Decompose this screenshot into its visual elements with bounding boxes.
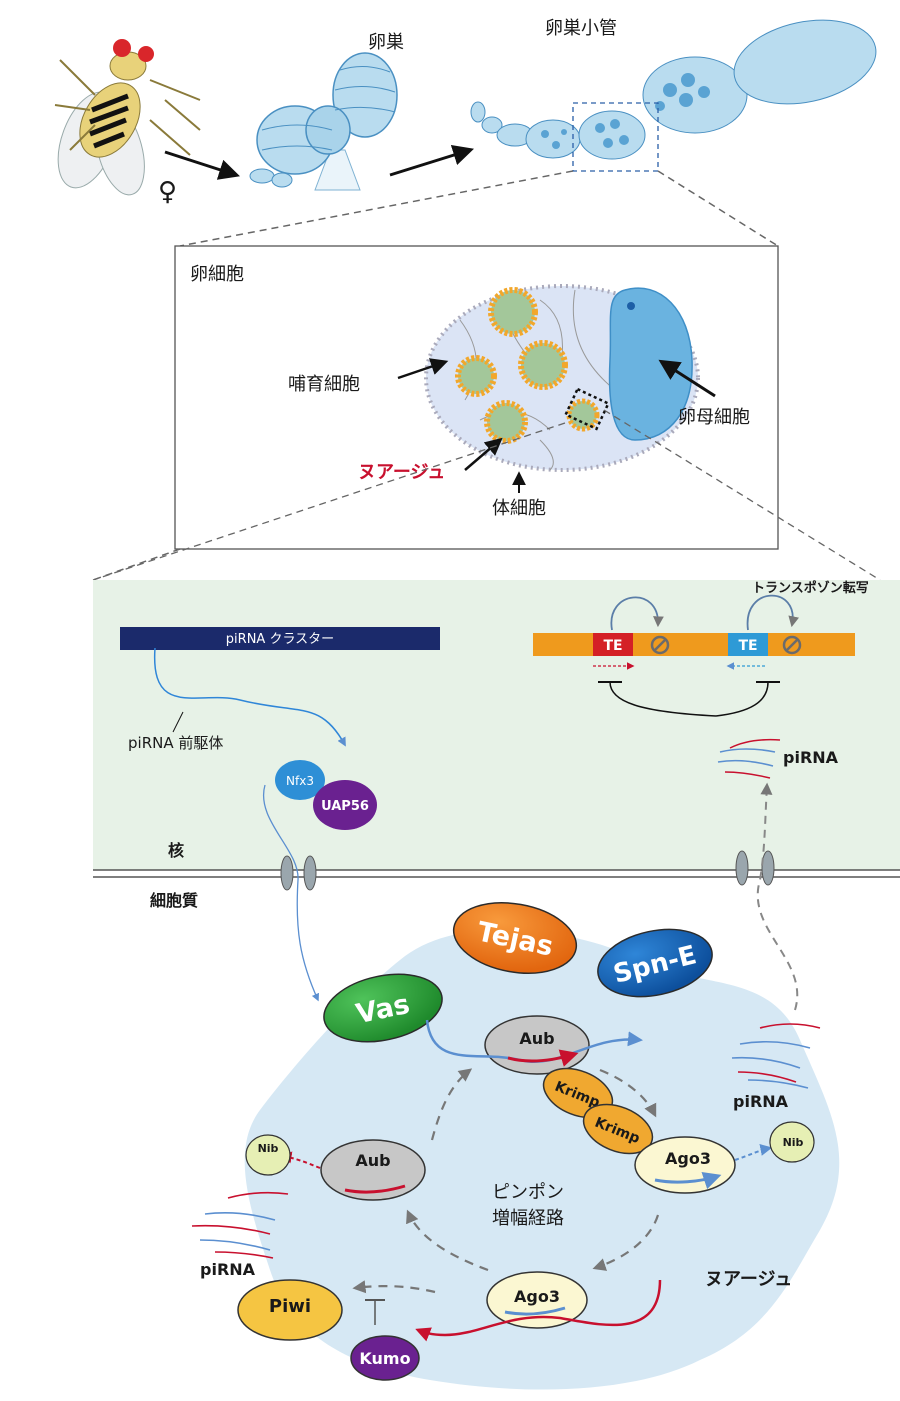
- kumo-protein: [350, 1335, 420, 1381]
- female-symbol: ♀: [158, 177, 177, 207]
- nuclear-pore-left: [280, 855, 317, 891]
- egg-chamber-title: 卵細胞: [190, 264, 244, 285]
- krimp-protein-2: [582, 1103, 654, 1155]
- aub-left-protein: [320, 1139, 426, 1201]
- nuclear-pirna-label: piRNA: [783, 748, 839, 767]
- transcription-loop-2: [746, 594, 799, 631]
- aub-left-label: Aub: [355, 1151, 390, 1170]
- nuage-region: [244, 929, 840, 1390]
- nurse-cell-label: 哺育細胞: [288, 374, 360, 395]
- cycle-arrow-ago3-to-bottom: [592, 1214, 660, 1271]
- blocked-icon-1: [650, 635, 670, 655]
- fly-illustration: [54, 39, 201, 196]
- zoom-line-nuage-right: [603, 409, 881, 581]
- nib-left-protein: [245, 1134, 291, 1176]
- ago3-bottom-pirna: [504, 1306, 566, 1316]
- cytoplasm-label: 細胞質: [150, 891, 198, 910]
- pirna-cluster-label: piRNA クラスター: [226, 632, 334, 647]
- pingpong-label-line1: ピンポン: [492, 1182, 564, 1203]
- uap56-protein: [313, 780, 377, 830]
- pirna-strands-left: [191, 1191, 289, 1259]
- aub-top-pirna: [507, 1049, 579, 1067]
- arrow-nurse-cell: [397, 358, 449, 380]
- nib-right-label: Nib: [783, 1136, 804, 1149]
- nuclear-pore-right: [735, 850, 775, 886]
- nurse-cell-nuclei: [455, 287, 600, 444]
- kumo-label: Kumo: [359, 1349, 410, 1368]
- arrow-oocyte: [658, 359, 716, 398]
- zoom-line-nuage-left: [92, 422, 566, 581]
- te-block-blue: [728, 633, 768, 656]
- nuclear-pirna-strands: [717, 738, 781, 779]
- pirna-import-path: [756, 782, 799, 1011]
- ago3-right-pirna: [654, 1172, 722, 1190]
- cycle-arrow-aub-left-to-top: [430, 1068, 473, 1141]
- ovary-label: 卵巣: [368, 32, 404, 53]
- zoom-line-right: [657, 170, 779, 247]
- nuage-label-red: ヌアージュ: [358, 462, 445, 483]
- transcription-loop-1: [610, 596, 664, 631]
- ovariole-illustration: [470, 19, 877, 160]
- ovariole-label: 卵巣小管: [545, 18, 617, 39]
- cycle-arrow-bottom-to-aub: [406, 1209, 489, 1272]
- vas-protein: [323, 973, 443, 1043]
- nfx3-protein: [275, 760, 325, 800]
- silencing-inhibition: [598, 681, 780, 717]
- pirna-label-left: piRNA: [200, 1260, 256, 1279]
- nucleus-label: 核: [168, 841, 184, 860]
- pingpong-label-line2: 増幅経路: [492, 1208, 564, 1229]
- oocyte-label: 卵母細胞: [678, 407, 750, 428]
- nib-right-protein: [769, 1121, 815, 1163]
- uap56-label: UAP56: [321, 799, 369, 814]
- arrow-to-piwi: [352, 1280, 436, 1294]
- tejas-protein: [452, 902, 578, 974]
- spne-protein: [597, 928, 713, 998]
- aub-top-label: Aub: [519, 1029, 554, 1048]
- nucleus-region: [93, 580, 900, 870]
- ago3-to-nib-right: [734, 1144, 773, 1161]
- pirna-label-right: piRNA: [733, 1092, 789, 1111]
- ovary-illustration: [249, 52, 398, 191]
- transcript-out-ago3: [415, 1279, 662, 1342]
- zoom-line-left: [179, 170, 574, 247]
- nib-left-label: Nib: [258, 1142, 279, 1155]
- transposon-locus-bar: [533, 633, 855, 656]
- te-block-red: [593, 633, 633, 656]
- cycle-arrow-top-to-ago3: [599, 1068, 657, 1118]
- pirna-precursor-label: piRNA 前駆体: [128, 734, 223, 752]
- follicle-cell-label: 体細胞: [492, 498, 546, 519]
- pirna-strands-right: [731, 1023, 821, 1089]
- arrow-nuage: [464, 437, 503, 471]
- zoom-box-nuage: [564, 387, 610, 431]
- te-label-red: TE: [603, 638, 622, 654]
- pirna-cluster-bar: [120, 627, 440, 650]
- blocked-icon-2: [782, 635, 802, 655]
- nfx3-label: Nfx3: [286, 774, 314, 788]
- te-label-blue: TE: [738, 638, 757, 654]
- ago3-right-label: Ago3: [665, 1149, 711, 1168]
- nuage-label: ヌアージュ: [705, 1269, 792, 1290]
- piwi-label: Piwi: [269, 1296, 311, 1317]
- aub-left-pirna: [344, 1184, 406, 1194]
- arrow-fly-to-ovary: [164, 150, 240, 180]
- arrow-ovary-to-ovariole: [389, 144, 475, 177]
- precursor-pointer-line: [172, 711, 184, 733]
- zoom-box-egg-chamber: [572, 102, 659, 172]
- ago3-bottom-label: Ago3: [514, 1287, 560, 1306]
- precursor-export-path: [262, 784, 319, 1002]
- pirna-precursor-transcript: [153, 647, 346, 747]
- piwi-protein: [237, 1279, 343, 1341]
- transposon-transcription-label: トランスポゾン転写: [752, 580, 869, 596]
